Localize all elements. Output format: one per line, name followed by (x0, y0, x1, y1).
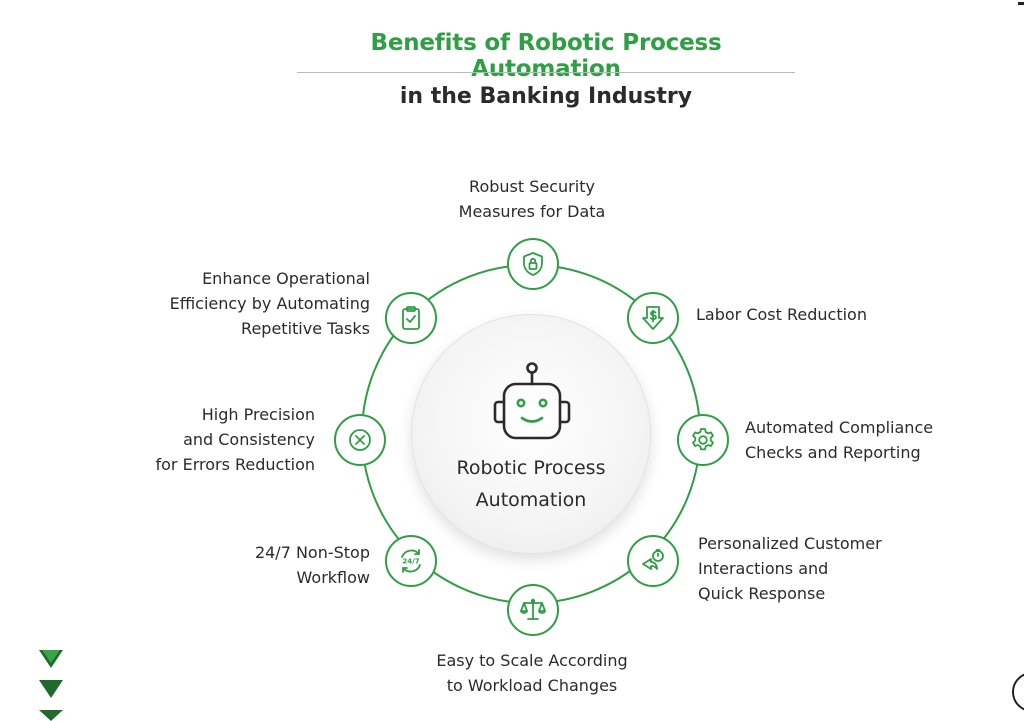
down-arrows-icon (39, 650, 63, 721)
benefit-label-line: Measures for Data (458, 202, 606, 221)
benefit-label-line: Efficiency by Automating (169, 294, 370, 313)
diagram-title: Benefits of Robotic Process Automation (370, 30, 722, 82)
corner-mark (1018, 2, 1024, 5)
benefit-label-security: Robust Security Measures for Data (436, 174, 628, 224)
benefit-node-compliance (677, 414, 729, 466)
clipboard-check-icon (402, 306, 420, 330)
clock-24-7-icon: 24/7 (401, 549, 421, 573)
center-label-line: Robotic Process (456, 457, 606, 479)
benefit-label-line: Checks and Reporting (745, 443, 921, 462)
gear-icon (692, 428, 714, 451)
shield-lock-icon (523, 252, 543, 276)
benefit-node-scale (507, 584, 559, 636)
benefit-label-24-7: 24/7 Non-Stop Workflow (170, 540, 370, 590)
benefit-label-personalized: Personalized Customer Interactions and Q… (698, 531, 928, 606)
benefit-label-line: Enhance Operational (202, 269, 370, 288)
center-hub (411, 314, 651, 554)
benefit-label-line: Personalized Customer (698, 534, 882, 553)
center-label: Robotic Process Automation (441, 452, 621, 516)
quick-response-icon (642, 549, 664, 570)
benefit-label-line: High Precision (201, 405, 315, 424)
benefit-label-labor-cost: Labor Cost Reduction (696, 302, 896, 327)
center-label-line: Automation (475, 489, 587, 511)
benefit-label-precision: High Precision and Consistency for Error… (115, 402, 316, 477)
benefit-label-line: for Errors Reduction (155, 455, 316, 474)
benefit-label-line: Automated Compliance (745, 418, 934, 437)
benefit-node-labor-cost (627, 292, 679, 344)
robot-icon (493, 362, 571, 440)
benefit-label-line: Repetitive Tasks (241, 319, 370, 338)
benefit-node-security (507, 238, 559, 290)
benefit-label-scale: Easy to Scale According to Workload Chan… (412, 648, 652, 698)
benefit-label-efficiency: Enhance Operational Efficiency by Automa… (120, 266, 370, 341)
benefit-label-line: Robust Security (469, 177, 595, 196)
benefit-label-line: Quick Response (698, 584, 826, 603)
benefit-label-compliance: Automated Compliance Checks and Reportin… (745, 415, 975, 465)
dollar-down-arrow-icon (642, 306, 664, 330)
benefit-node-24-7: 24/7 (385, 535, 437, 587)
balance-scale-icon (520, 598, 546, 620)
benefit-node-precision (334, 414, 386, 466)
benefit-label-line: Labor Cost Reduction (696, 305, 867, 324)
benefit-node-personalized (627, 535, 679, 587)
benefit-label-line: Interactions and (698, 559, 829, 578)
benefit-node-efficiency (385, 292, 437, 344)
benefit-label-line: to Workload Changes (446, 676, 618, 695)
svg-text:24/7: 24/7 (402, 558, 419, 566)
x-circle-icon (349, 429, 371, 451)
benefit-label-line: 24/7 Non-Stop (254, 543, 370, 562)
benefit-label-line: Easy to Scale According (436, 651, 628, 670)
title-divider (297, 72, 795, 73)
benefit-label-line: Workflow (296, 568, 370, 587)
benefit-label-line: and Consistency (183, 430, 315, 449)
corner-logo-fragment (1012, 672, 1024, 712)
diagram-subtitle: in the Banking Industry (399, 84, 693, 109)
